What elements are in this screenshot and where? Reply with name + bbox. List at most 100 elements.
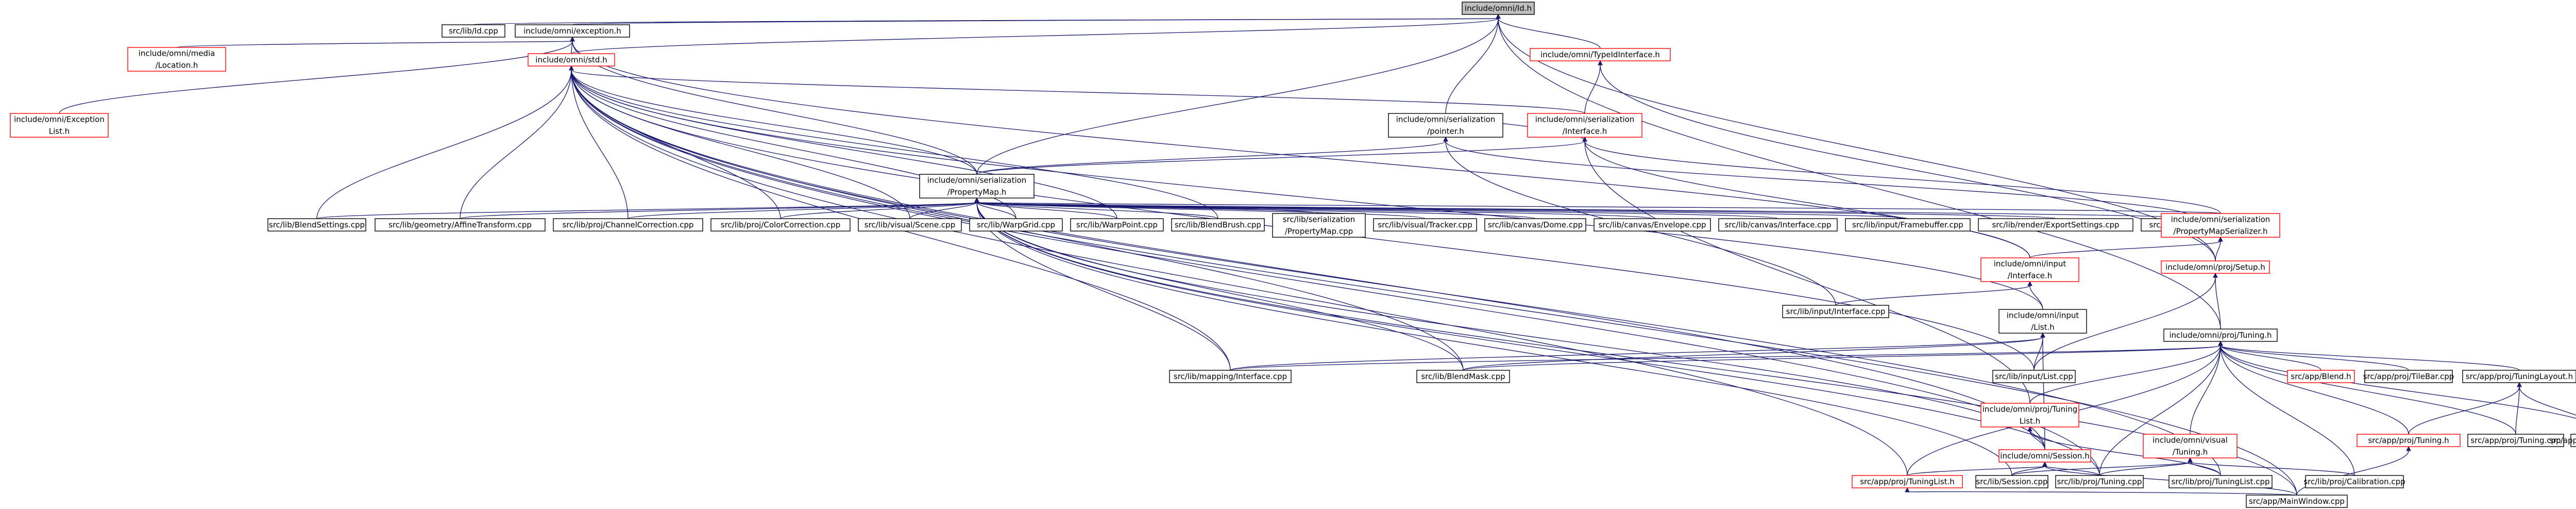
node-box bbox=[2462, 370, 2576, 383]
node-aptuningh[interactable]: src/app/proj/Tuning.h bbox=[2357, 434, 2461, 447]
node-aptlisth[interactable]: src/app/proj/TuningList.h bbox=[1852, 475, 1963, 488]
node-label: src/lib/visual/Scene.cpp bbox=[865, 220, 955, 229]
node-vtuning[interactable]: include/omni/visual/Tuning.h bbox=[2143, 434, 2238, 458]
node-blendmask[interactable]: src/lib/BlendMask.cpp bbox=[1416, 370, 1510, 383]
node-label: src/lib/BlendBrush.cpp bbox=[1175, 220, 1261, 229]
node-label: src/lib/canvas/Interface.cpp bbox=[1725, 220, 1832, 229]
node-box bbox=[2055, 475, 2144, 488]
node-blendset[interactable]: src/lib/BlendSettings.cpp bbox=[267, 218, 366, 232]
edge-exc-to-id bbox=[572, 13, 1501, 25]
edge-libtlistcpp-to-tlist bbox=[2027, 426, 2221, 476]
edge-mainwin-to-pmap bbox=[974, 197, 2297, 496]
node-box bbox=[2143, 434, 2238, 458]
node-tlayoutcpp[interactable]: src/app/proj/TuningLayout.cpp bbox=[2549, 434, 2576, 447]
node-mainwin[interactable]: src/app/MainWindow.cpp bbox=[2246, 495, 2348, 508]
node-label: include/omni/visual bbox=[2153, 436, 2228, 445]
node-tileb[interactable]: src/app/proj/TileBar.cpp bbox=[2363, 370, 2454, 383]
node-box bbox=[528, 53, 615, 67]
node-box bbox=[2161, 213, 2280, 238]
node-label: include/omni/serialization bbox=[927, 176, 1027, 185]
node-box bbox=[1530, 48, 1671, 61]
edge-warppoint-to-pmap bbox=[974, 197, 1117, 219]
node-label: src/lib/proj/TuningList.cpp bbox=[2172, 477, 2270, 486]
node-box bbox=[969, 218, 1063, 232]
node-iframebuf[interactable]: src/lib/input/Framebuffer.cpp bbox=[1845, 218, 1971, 232]
node-label: src/lib/geometry/AffineTransform.cpp bbox=[388, 220, 532, 229]
node-setup[interactable]: include/omni/proj/Setup.h bbox=[2161, 260, 2270, 274]
node-mapping[interactable]: src/lib/mapping/Interface.cpp bbox=[1169, 370, 1292, 383]
node-box bbox=[1070, 218, 1164, 232]
node-label: src/lib/visual/Tracker.cpp bbox=[1378, 220, 1472, 229]
node-libtlistcpp[interactable]: src/lib/proj/TuningList.cpp bbox=[2168, 475, 2273, 488]
node-exc[interactable]: include/omni/exception.h bbox=[515, 24, 630, 38]
node-cenv[interactable]: src/lib/canvas/Envelope.cpp bbox=[1594, 218, 1711, 232]
node-session[interactable]: include/omni/Session.h bbox=[1998, 449, 2091, 463]
edge-libtuningcpp-to-std bbox=[569, 65, 2100, 476]
node-label: /PropertyMap.cpp bbox=[1285, 227, 1353, 236]
edge-calib-to-vtuning bbox=[2188, 457, 2355, 476]
node-label: src/app/proj/Tuning.cpp bbox=[2470, 436, 2561, 445]
node-tlist[interactable]: include/omni/proj/TuningList.h bbox=[1980, 403, 2079, 428]
edge-ser_if-to-std bbox=[569, 65, 1585, 114]
edge-session-to-input_list bbox=[2040, 332, 2045, 450]
node-tdi[interactable]: include/omni/TypeIdInterface.h bbox=[1530, 48, 1671, 61]
node-label: src/app/proj/Tuning.h bbox=[2368, 436, 2449, 445]
node-calib[interactable]: src/lib/proj/Calibration.cpp bbox=[2303, 475, 2405, 488]
node-box bbox=[1845, 218, 1971, 232]
edge-input_list-to-input_if bbox=[2027, 281, 2043, 310]
node-geom[interactable]: src/lib/geometry/AffineTransform.cpp bbox=[375, 218, 546, 232]
node-colcorr[interactable]: src/lib/proj/ColorCorrection.cpp bbox=[710, 218, 851, 232]
node-label: /Location.h bbox=[156, 61, 198, 70]
node-label: include/omni/input bbox=[2007, 311, 2079, 320]
edge-tlist-to-ser_if bbox=[1582, 136, 2030, 404]
node-pmser[interactable]: include/omni/serialization/PropertyMapSe… bbox=[2161, 213, 2280, 238]
node-pmap[interactable]: include/omni/serialization/PropertyMap.h bbox=[919, 174, 1035, 199]
node-box bbox=[1171, 218, 1265, 232]
node-label: /pointer.h bbox=[1427, 127, 1464, 136]
node-std[interactable]: include/omni/std.h bbox=[528, 53, 615, 67]
node-warpgrid[interactable]: src/lib/WarpGrid.cpp bbox=[969, 218, 1063, 232]
node-inputifcpp[interactable]: src/lib/input/Interface.cpp bbox=[1782, 305, 1889, 318]
node-label: src/lib/WarpGrid.cpp bbox=[977, 220, 1055, 229]
node-cdome[interactable]: src/lib/canvas/Dome.cpp bbox=[1484, 218, 1586, 232]
node-warppoint[interactable]: src/lib/WarpPoint.cpp bbox=[1070, 218, 1164, 232]
node-libtuningcpp[interactable]: src/lib/proj/Tuning.cpp bbox=[2055, 475, 2144, 488]
node-box bbox=[515, 24, 630, 38]
node-label: include/omni/serialization bbox=[1535, 115, 1635, 124]
node-label: /List.h bbox=[2031, 323, 2055, 332]
node-chcorr[interactable]: src/lib/proj/ChannelCorrection.cpp bbox=[553, 218, 703, 232]
node-vtracker[interactable]: src/lib/visual/Tracker.cpp bbox=[1373, 218, 1477, 232]
node-blendbrush[interactable]: src/lib/BlendBrush.cpp bbox=[1171, 218, 1265, 232]
node-idcpp[interactable]: src/lib/Id.cpp bbox=[442, 24, 505, 38]
node-tlayouth[interactable]: src/app/proj/TuningLayout.h bbox=[2462, 370, 2576, 383]
node-blendh[interactable]: src/app/Blend.h bbox=[2287, 370, 2355, 383]
node-label: include/omni/Id.h bbox=[1465, 4, 1532, 13]
edge-blendset-to-std bbox=[316, 65, 574, 219]
node-ser_if[interactable]: include/omni/serialization/Interface.h bbox=[1527, 113, 1642, 138]
node-input_if[interactable]: include/omni/input/Interface.h bbox=[1980, 257, 2079, 282]
node-label: /PropertyMapSerializer.h bbox=[2174, 227, 2268, 236]
node-tuning[interactable]: include/omni/proj/Tuning.h bbox=[2163, 329, 2278, 342]
node-label: src/app/proj/TileBar.cpp bbox=[2363, 372, 2454, 381]
node-pointer[interactable]: include/omni/serialization/pointer.h bbox=[1388, 113, 1503, 138]
node-box bbox=[1373, 218, 1477, 232]
node-rexport[interactable]: src/lib/render/ExportSettings.cpp bbox=[1978, 218, 2133, 232]
edge-tileb-to-tuning bbox=[2218, 340, 2409, 371]
edge-pmap-to-std bbox=[569, 65, 977, 175]
node-label: include/omni/serialization bbox=[2171, 215, 2270, 224]
node-label: src/lib/proj/ColorCorrection.cpp bbox=[721, 220, 840, 229]
node-vscene[interactable]: src/lib/visual/Scene.cpp bbox=[858, 218, 962, 232]
node-label: src/lib/canvas/Dome.cpp bbox=[1488, 220, 1583, 229]
node-inputlistcpp[interactable]: src/lib/input/List.cpp bbox=[1992, 370, 2076, 383]
node-ser_pm[interactable]: src/lib/serialization/PropertyMap.cpp bbox=[1272, 213, 1366, 238]
node-cif[interactable]: src/lib/canvas/Interface.cpp bbox=[1718, 218, 1838, 232]
node-sessioncpp[interactable]: src/lib/Session.cpp bbox=[1975, 475, 2048, 488]
node-aptuningcpp[interactable]: src/app/proj/Tuning.cpp bbox=[2467, 434, 2564, 447]
node-input_list[interactable]: include/omni/input/List.h bbox=[1998, 309, 2087, 334]
node-label: src/lib/render/ExportSettings.cpp bbox=[1992, 220, 2119, 229]
node-media[interactable]: include/omni/media/Location.h bbox=[127, 47, 226, 72]
node-id[interactable]: include/omni/Id.h bbox=[1462, 2, 1535, 15]
node-box bbox=[1975, 475, 2048, 488]
